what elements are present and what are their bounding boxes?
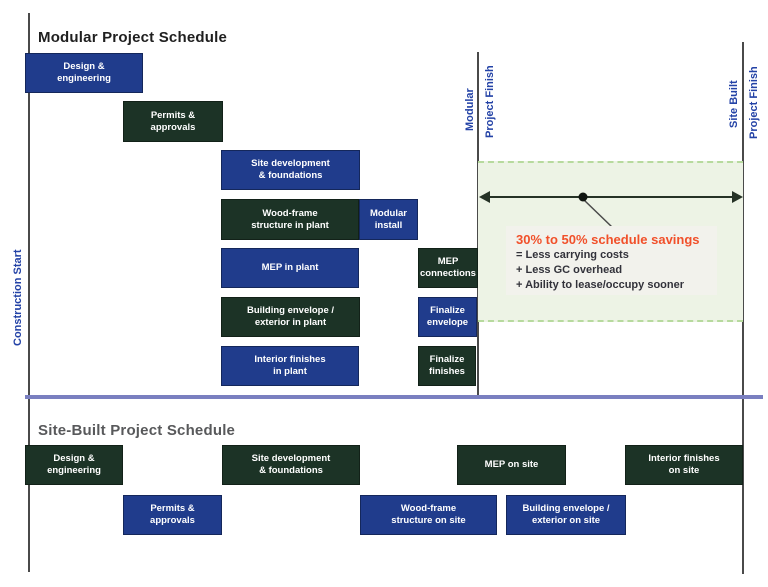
- site-built-section-title: Site-Built Project Schedule: [38, 422, 236, 440]
- schedule-bar-mep-connections: MEP connections: [418, 248, 478, 288]
- callout-line-carrying-costs: = Less carrying costs: [516, 249, 629, 261]
- schedule-bar-design-engineering: Design & engineering: [25, 53, 143, 93]
- construction-start-axis-line: [28, 13, 30, 572]
- site-built-finish-axis-line: [742, 42, 744, 574]
- schedule-bar-finalize-finishes: Finalize finishes: [418, 346, 476, 386]
- schedule-bar-site-development-foundations: Site development & foundations: [221, 150, 360, 190]
- schedule-bar-interior-finishes-in-plant: Interior finishes in plant: [221, 346, 359, 386]
- schedule-bar-wood-frame-structure-on-site: Wood-frame structure on site: [360, 495, 497, 535]
- site-built-finish-label-word2: Project Finish: [748, 66, 760, 139]
- callout-leader-line: [583, 199, 613, 228]
- savings-callout: 30% to 50% schedule savings = Less carry…: [506, 226, 717, 295]
- arrow-dot: [578, 192, 588, 202]
- schedule-bar-building-envelope-on-site: Building envelope / exterior on site: [506, 495, 626, 535]
- schedule-bar-design-engineering-site: Design & engineering: [25, 445, 123, 485]
- schedule-bar-modular-install: Modular install: [359, 199, 418, 240]
- site-built-finish-label-word1: Site Built: [728, 80, 740, 128]
- schedule-bar-mep-on-site: MEP on site: [457, 445, 566, 485]
- arrowhead-left-icon: [479, 191, 490, 203]
- callout-line-gc-overhead: + Less GC overhead: [516, 264, 623, 276]
- schedule-bar-interior-finishes-on-site: Interior finishes on site: [625, 445, 743, 485]
- callout-headline: 30% to 50% schedule savings: [516, 232, 700, 247]
- modular-section-title: Modular Project Schedule: [38, 29, 228, 47]
- schedule-bar-building-envelope-in-plant: Building envelope / exterior in plant: [221, 297, 360, 337]
- callout-line-lease-occupy: + Ability to lease/occupy sooner: [516, 279, 685, 291]
- savings-arrow-svg: [479, 191, 743, 228]
- schedule-bar-mep-in-plant: MEP in plant: [221, 248, 359, 288]
- schedule-bar-finalize-envelope: Finalize envelope: [418, 297, 477, 337]
- schedule-bar-permits-approvals: Permits & approvals: [123, 101, 223, 142]
- arrowhead-right-icon: [732, 191, 743, 203]
- section-divider: [25, 395, 763, 399]
- modular-finish-label-word1: Modular: [464, 88, 476, 131]
- construction-start-label: Construction Start: [12, 249, 24, 346]
- modular-finish-label-word2: Project Finish: [484, 65, 496, 138]
- schedule-bar-permits-approvals-site: Permits & approvals: [123, 495, 222, 535]
- schedule-bar-site-development-foundations-site: Site development & foundations: [222, 445, 360, 485]
- schedule-bar-wood-frame-structure-in-plant: Wood-frame structure in plant: [221, 199, 359, 240]
